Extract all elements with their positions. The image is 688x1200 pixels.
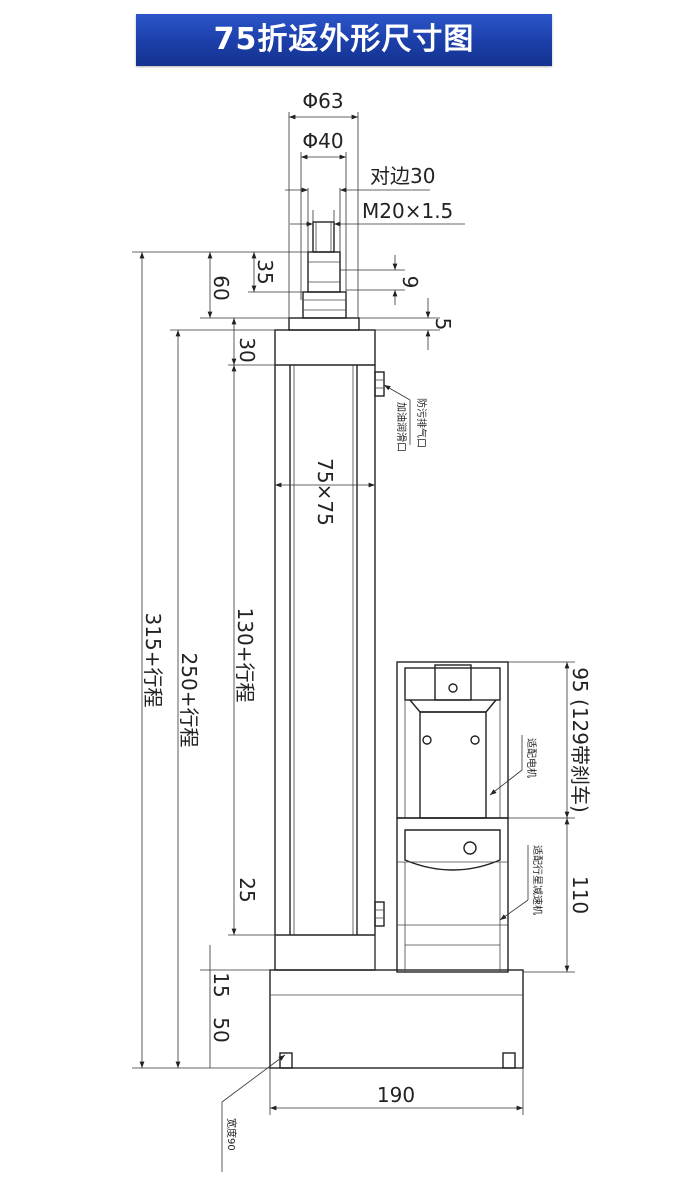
left-dimensions: 315+行程 250+行程 130+行程 60 35 30 25 15 50 xyxy=(132,251,313,1069)
lube-port-label: 加油润滑口 xyxy=(395,402,408,452)
nut-dimensions: 9 5 xyxy=(340,255,455,350)
actuator-body xyxy=(274,329,385,971)
dim-250-label: 250+行程 xyxy=(177,653,201,748)
dim-190-label: 190 xyxy=(377,1083,415,1107)
dim-5-label: 5 xyxy=(431,318,455,331)
dim-35-label: 35 xyxy=(253,259,277,284)
across-flats-label: 对边30 xyxy=(370,164,435,188)
right-dimensions: 95 (129带刹车) 110 xyxy=(508,661,592,973)
motor xyxy=(396,661,509,819)
dim-30-label: 30 xyxy=(235,337,259,362)
motor-label: 适配电机 xyxy=(525,738,538,778)
vent-port-label: 防污排气口 xyxy=(415,398,428,448)
title-banner: 75折返外形尺寸图 xyxy=(136,14,552,66)
reducer-label: 适配行星减速机 xyxy=(531,845,544,915)
leaders: 防污排气口 加油润滑口 适配电机 适配行星减速机 宽度90 xyxy=(221,384,544,1172)
dim-130-label: 130+行程 xyxy=(233,608,257,703)
dim-95-label: 95 (129带刹车) xyxy=(568,667,592,813)
phi63-label: Φ63 xyxy=(302,89,343,113)
dim-15-label: 15 xyxy=(209,972,233,997)
dim-60-label: 60 xyxy=(209,275,233,300)
dim-50-label: 50 xyxy=(209,1017,233,1042)
width-label: 宽度90 xyxy=(225,1118,238,1151)
top-dimensions: Φ63 Φ40 对边30 M20×1.5 xyxy=(285,89,465,318)
dim-315-label: 315+行程 xyxy=(141,613,165,708)
rod-end xyxy=(288,221,360,331)
section-label: 75×75 xyxy=(313,458,337,526)
phi40-label: Φ40 xyxy=(302,129,343,153)
thread-label: M20×1.5 xyxy=(362,199,453,223)
planetary-reducer xyxy=(396,817,509,973)
dim-110-label: 110 xyxy=(568,876,592,914)
dim-25-label: 25 xyxy=(235,877,259,902)
dim-9-label: 9 xyxy=(398,276,422,289)
